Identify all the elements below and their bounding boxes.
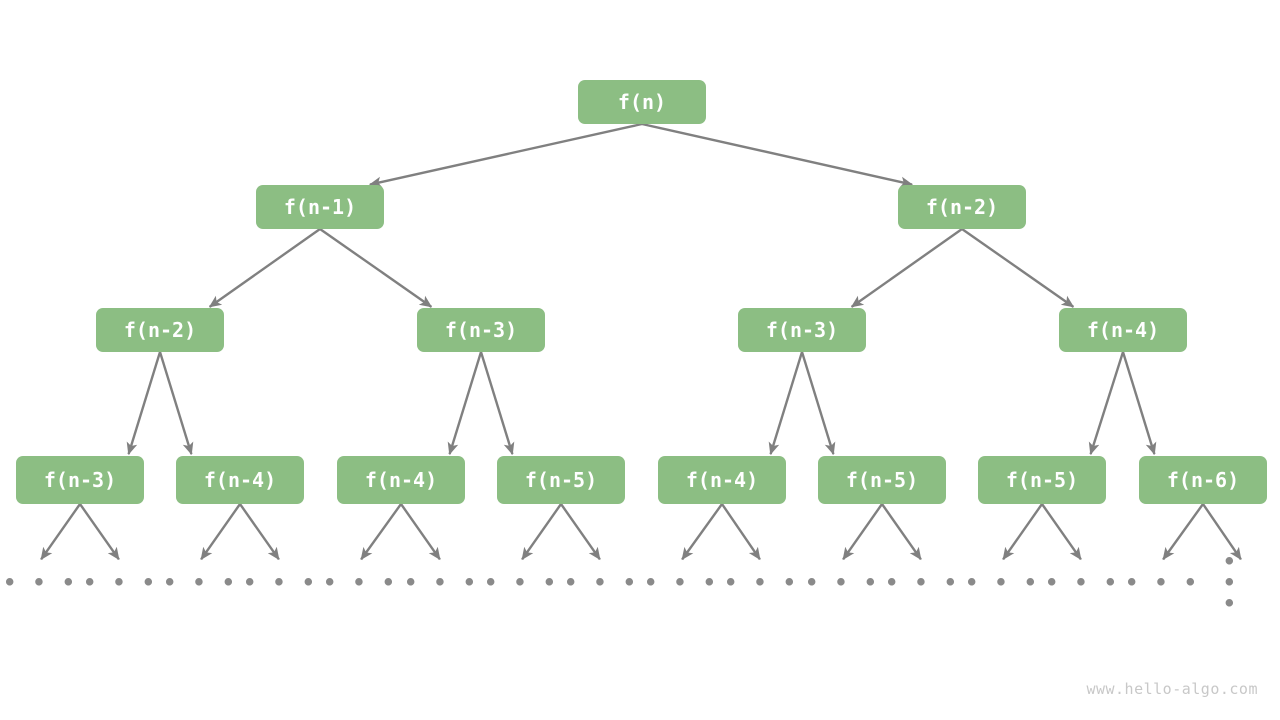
ellipsis-marker: • • • <box>1125 570 1199 595</box>
leaf-stub-edge <box>842 503 883 561</box>
ellipsis-marker: • • • <box>163 570 237 595</box>
leaf-stub-edge <box>681 503 723 561</box>
tree-edge <box>479 351 515 456</box>
ellipsis-marker: • • • <box>3 570 77 595</box>
ellipsis-marker: • • • <box>1223 549 1238 616</box>
tree-edge <box>126 351 162 456</box>
tree-edge <box>368 122 643 188</box>
leaf-stub-edge <box>400 503 441 561</box>
ellipsis-marker: • • • <box>484 570 558 595</box>
ellipsis-marker: • • • <box>404 570 478 595</box>
tree-edge <box>319 228 433 308</box>
tree-edge <box>447 351 483 456</box>
tree-node: f(n-3) <box>16 456 144 504</box>
tree-node: f(n-4) <box>176 456 304 504</box>
tree-edge <box>768 351 804 456</box>
ellipsis-marker: • • • <box>323 570 397 595</box>
leaf-stub-edge <box>200 503 241 561</box>
leaf-stub-edge <box>79 503 120 561</box>
tree-edge <box>961 228 1075 308</box>
tree-node: f(n-5) <box>978 456 1106 504</box>
leaf-stub-edge <box>521 503 562 561</box>
tree-edge <box>1121 351 1157 456</box>
tree-node: f(n-2) <box>96 308 224 352</box>
tree-node: f(n) <box>578 80 706 124</box>
leaf-stub-edge <box>1002 503 1043 561</box>
ellipsis-marker: • • • <box>644 570 718 595</box>
leaf-stub-edge <box>40 503 81 561</box>
leaf-stub-edge <box>1162 503 1204 561</box>
leaf-stub-edge <box>881 503 922 561</box>
tree-edge <box>158 351 194 456</box>
ellipsis-marker: • • • <box>805 570 879 595</box>
tree-edge <box>208 228 321 308</box>
tree-edge <box>1088 351 1125 456</box>
ellipsis-marker: • • • <box>885 570 959 595</box>
leaf-stub-edge <box>1041 503 1082 561</box>
leaf-stub-edge <box>560 503 601 561</box>
tree-node: f(n-3) <box>417 308 545 352</box>
tree-node: f(n-4) <box>658 456 786 504</box>
tree-node: f(n-6) <box>1139 456 1267 504</box>
ellipsis-marker: • • • <box>724 570 798 595</box>
tree-edges <box>126 122 1157 456</box>
tree-node: f(n-5) <box>818 456 946 504</box>
tree-node: f(n-4) <box>1059 308 1187 352</box>
leaf-stub-edge <box>239 503 280 561</box>
ellipsis-marker: • • • <box>564 570 638 595</box>
tree-node: f(n-2) <box>898 185 1026 229</box>
watermark: www.hello-algo.com <box>1086 680 1258 698</box>
tree-edge <box>641 122 914 188</box>
ellipsis-marker: • • • <box>243 570 317 595</box>
tree-node: f(n-5) <box>497 456 625 504</box>
ellipsis-marker: • • • <box>965 570 1039 595</box>
leaf-stub-edge <box>360 503 402 561</box>
tree-edge <box>800 351 836 456</box>
leaf-stub-edge <box>721 503 761 561</box>
tree-node: f(n-1) <box>256 185 384 229</box>
tree-node: f(n-4) <box>337 456 465 504</box>
ellipsis-marker: • • • <box>1045 570 1119 595</box>
ellipsis-marker: • • • <box>83 570 157 595</box>
tree-edge <box>850 228 963 308</box>
tree-node: f(n-3) <box>738 308 866 352</box>
leaf-stub-edges <box>40 503 1242 561</box>
